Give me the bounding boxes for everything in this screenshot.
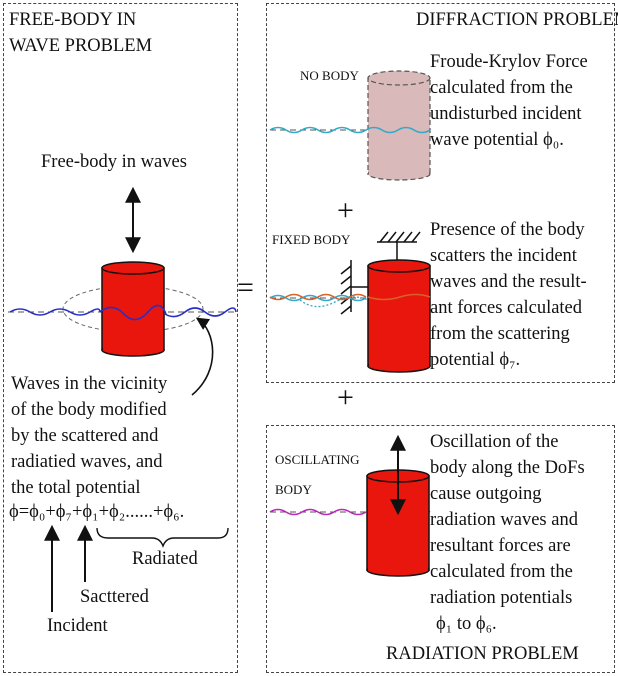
plus-sign-inner: + bbox=[337, 194, 354, 227]
scatter-line-3: waves and the result- bbox=[430, 272, 587, 292]
rad-line-1: Oscillation of the bbox=[430, 432, 559, 452]
scatter-line-2: scatters the incident bbox=[430, 246, 577, 266]
rad-line-7: radiation potentials bbox=[430, 588, 573, 608]
radiated-label: Radiated bbox=[132, 549, 198, 569]
scattered-label: Sacttered bbox=[80, 587, 149, 607]
no-body-label: NO BODY bbox=[300, 68, 359, 83]
free-body-caption: Free-body in waves bbox=[41, 152, 187, 172]
fixed-cylinder bbox=[367, 259, 431, 373]
fk-line-2: calculated from the bbox=[430, 78, 573, 98]
oscillating-label-line1: OSCILLATING bbox=[275, 452, 360, 467]
free-body-cylinder bbox=[101, 261, 165, 357]
vicinity-line-3: by the scattered and bbox=[11, 426, 159, 446]
radiation-panel bbox=[266, 425, 615, 673]
scatter-line-5: from the scattering bbox=[430, 324, 570, 344]
fixed-body-label: FIXED BODY bbox=[272, 232, 351, 247]
plus-sign-between: + bbox=[337, 381, 354, 414]
scatter-line-1: Presence of the body bbox=[430, 220, 585, 240]
free-body-title-line2: WAVE PROBLEM bbox=[9, 36, 153, 56]
vicinity-line-1: Waves in the vicinity bbox=[11, 374, 168, 394]
incident-label: Incident bbox=[47, 616, 108, 636]
oscillating-cylinder bbox=[366, 469, 430, 577]
rad-line-8: ϕ₁ to ϕ₆. bbox=[436, 614, 497, 634]
vicinity-line-2: of the body modified bbox=[11, 400, 167, 420]
ghost-cylinder bbox=[367, 70, 431, 181]
vicinity-line-5: the total potential bbox=[11, 478, 141, 498]
free-body-title-line1: FREE-BODY IN bbox=[9, 10, 137, 30]
fk-line-4: wave potential ϕ₀. bbox=[430, 130, 564, 150]
free-body-panel bbox=[3, 3, 238, 673]
vicinity-pointer-arrow bbox=[191, 317, 214, 396]
fixed-top-mount bbox=[377, 231, 421, 266]
scattered-wave-fixed bbox=[269, 293, 431, 301]
fixed-side-mount bbox=[340, 260, 370, 315]
radiation-title: RADIATION PROBLEM bbox=[386, 644, 579, 664]
rad-line-5: resultant forces are bbox=[430, 536, 571, 556]
potential-equation: ϕ=ϕ₀+ϕ₇+ϕ₁+ϕ₂......+ϕ₆. bbox=[9, 502, 185, 522]
free-body-wave-front bbox=[99, 304, 167, 321]
scatter-line-4: ant forces calculated bbox=[430, 298, 583, 318]
incident-wave-nobody bbox=[269, 126, 431, 134]
radiated-brace bbox=[96, 527, 229, 548]
rad-line-6: calculated from the bbox=[430, 562, 573, 582]
rad-line-2: body along the DoFs bbox=[430, 458, 585, 478]
rad-line-4: radiation waves and bbox=[430, 510, 578, 530]
incident-wave-fixed bbox=[269, 294, 367, 302]
equals-sign: = bbox=[237, 271, 254, 304]
free-body-wave-right bbox=[164, 307, 237, 318]
rad-line-3: cause outgoing bbox=[430, 484, 542, 504]
scattered-dotted-wave bbox=[299, 296, 373, 308]
fk-line-3: undisturbed incident bbox=[430, 104, 582, 124]
free-body-wave bbox=[9, 308, 101, 316]
oscillating-label-line2: BODY bbox=[275, 482, 312, 497]
diffraction-title: DIFFRACTION PROBLEM bbox=[416, 10, 618, 30]
scatter-line-6: potential ϕ₇. bbox=[430, 350, 521, 370]
fk-line-1: Froude-Krylov Force bbox=[430, 52, 588, 72]
vicinity-line-4: radiatied waves, and bbox=[11, 452, 163, 472]
diffraction-panel bbox=[266, 3, 615, 383]
